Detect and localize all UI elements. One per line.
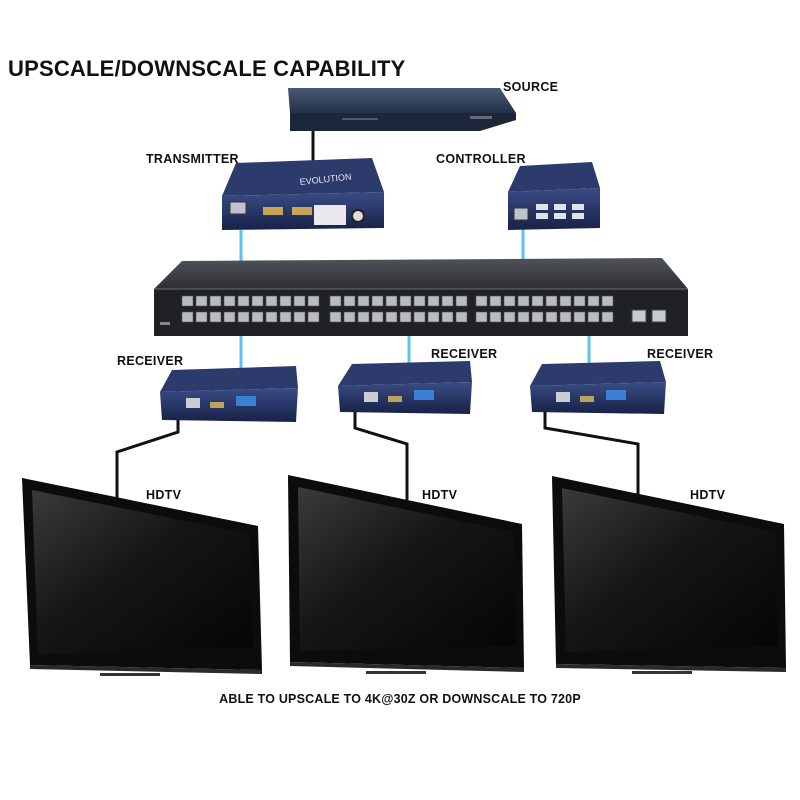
hdtv-label-2: HDTV <box>422 488 458 502</box>
hdmi-cable-tv-2 <box>353 412 409 500</box>
hdmi-cable-tv-3 <box>543 412 640 506</box>
source-player <box>288 88 516 131</box>
receiver-device-1 <box>160 366 298 422</box>
usb-port-icon <box>536 213 548 219</box>
transmitter-device: EVOLUTION <box>222 158 384 230</box>
hdmi-port-icon <box>263 207 283 215</box>
source-label: SOURCE <box>503 80 559 94</box>
hdmi-port-icon <box>210 402 224 408</box>
rj45-port-icon <box>364 392 378 402</box>
caption: ABLE TO UPSCALE TO 4K@30Z OR DOWNSCALE T… <box>219 692 581 706</box>
hdtv-label-1: HDTV <box>146 488 182 502</box>
usb-port-icon <box>536 204 548 210</box>
rj45-port-icon <box>229 201 247 215</box>
hdmi-cables-to-tvs <box>115 412 640 506</box>
controller-label: CONTROLLER <box>436 152 526 166</box>
network-cables <box>239 228 591 368</box>
hdtv-1 <box>22 478 262 676</box>
dip-switch-icon <box>606 390 626 400</box>
network-switch <box>154 258 688 336</box>
dip-switch-icon <box>414 390 434 400</box>
power-jack-icon <box>351 209 365 223</box>
rj45-port-icon <box>186 398 200 408</box>
receiver-device-3 <box>530 361 666 414</box>
diagram-title: UPSCALE/DOWNSCALE CAPABILITY <box>8 56 406 81</box>
transmitter-label: TRANSMITTER <box>146 152 239 166</box>
hdmi-port-icon <box>388 396 402 402</box>
hdmi-port-icon <box>292 207 312 215</box>
hdtv-3 <box>552 476 786 674</box>
controller-device <box>508 162 600 230</box>
hdmi-cable-tv-1 <box>115 418 180 500</box>
uplink-port-icon <box>631 309 647 323</box>
usb-port-icon <box>572 204 584 210</box>
hdmi-port-icon <box>580 396 594 402</box>
usb-port-panel <box>314 205 346 225</box>
receiver-label-3: RECEIVER <box>647 347 714 361</box>
hdtv-label-3: HDTV <box>690 488 726 502</box>
power-led-icon <box>160 322 170 325</box>
rj45-port-icon <box>513 207 529 221</box>
receiver-label-2: RECEIVER <box>431 347 498 361</box>
usb-port-icon <box>554 204 566 210</box>
uplink-port-icon <box>651 309 667 323</box>
usb-port-icon <box>554 213 566 219</box>
rj45-port-icon <box>556 392 570 402</box>
switch-ports <box>181 295 614 323</box>
receiver-device-2 <box>338 361 472 414</box>
usb-port-icon <box>572 213 584 219</box>
dip-switch-icon <box>236 396 256 406</box>
receiver-label-1: RECEIVER <box>117 354 184 368</box>
hdtv-2 <box>288 475 524 674</box>
